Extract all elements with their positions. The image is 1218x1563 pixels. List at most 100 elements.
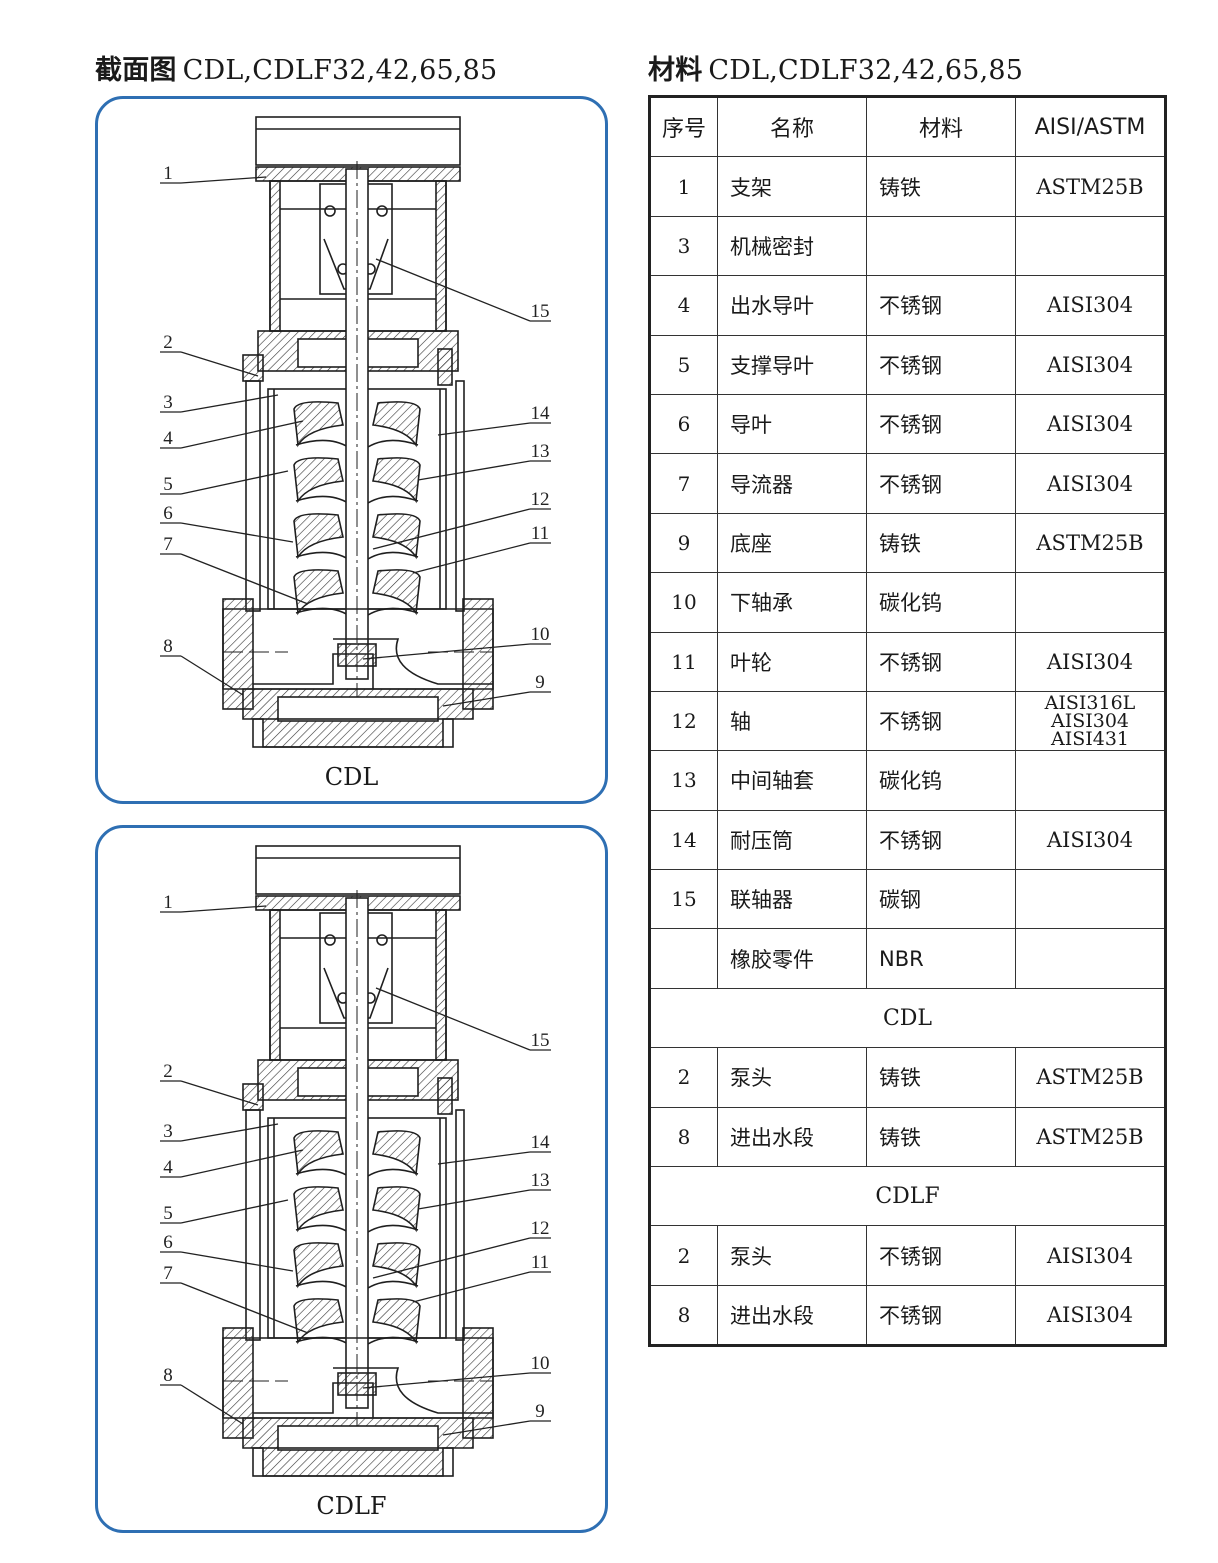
pump-drawing [222, 845, 494, 1477]
part-name-cell: 叶轮 [717, 631, 867, 692]
part-number-cell: 12 [649, 690, 718, 752]
part-label: 6 [163, 503, 173, 524]
part-label: 12 [531, 489, 550, 510]
section-view-models: CDL,CDLF32,42,65,85 [182, 55, 498, 86]
material-cell: 不锈钢 [866, 690, 1016, 752]
material-cell: 铸铁 [866, 512, 1016, 574]
part-name-cell: 机械密封 [717, 215, 867, 277]
group-title: CDL [649, 987, 1166, 1049]
material-cell: 不锈钢 [866, 334, 1016, 395]
material-cell: 不锈钢 [866, 1284, 1016, 1347]
part-number-cell: 13 [649, 750, 718, 811]
material-cell: 铸铁 [866, 1047, 1016, 1108]
part-name-cell: 泵头 [717, 1047, 867, 1108]
part-number-cell: 3 [649, 215, 718, 277]
material-cell [866, 215, 1016, 277]
part-number-cell: 8 [649, 1106, 718, 1168]
material-cell: 不锈钢 [866, 453, 1016, 514]
material-cell: 不锈钢 [866, 631, 1016, 692]
part-label: 11 [531, 1252, 549, 1273]
column-header: 名称 [717, 95, 867, 158]
part-number-cell: 5 [649, 334, 718, 395]
part-name-cell: 橡胶零件 [717, 928, 867, 989]
part-name-cell: 联轴器 [717, 869, 867, 930]
part-label: 10 [531, 624, 550, 645]
part-number-cell: 6 [649, 393, 718, 455]
part-label: 11 [531, 523, 549, 544]
part-number-cell: 14 [649, 809, 718, 871]
part-label: 2 [163, 1061, 173, 1082]
standard-cell: ASTM25B [1015, 1106, 1166, 1168]
part-number-cell: 8 [649, 1284, 718, 1347]
materials-models: CDL,CDLF32,42,65,85 [708, 55, 1024, 86]
part-number-cell [649, 928, 718, 989]
part-name-cell: 导流器 [717, 453, 867, 514]
part-label: 8 [163, 636, 173, 657]
material-cell: 碳化钨 [866, 750, 1016, 811]
tie-rod-left [245, 1109, 261, 1341]
part-label: 7 [163, 534, 173, 555]
standard-line: AISI316L [1044, 692, 1136, 715]
section-view-title: 截面图 [95, 55, 177, 86]
standard-cell: AISI304 [1015, 631, 1166, 692]
part-name-cell: 泵头 [717, 1225, 867, 1286]
part-name-cell: 出水导叶 [717, 275, 867, 336]
motor-outline [255, 116, 461, 166]
part-label: 9 [535, 1401, 545, 1422]
tie-rod-right [455, 1109, 465, 1341]
part-label: 4 [163, 428, 173, 449]
part-name-cell: 耐压筒 [717, 809, 867, 871]
part-number-cell: 15 [649, 869, 718, 930]
standard-cell: ASTM25B [1015, 156, 1166, 217]
motor-outline [255, 845, 461, 895]
standard-cell [1015, 215, 1166, 277]
diagram-caption-cdlf: CDLF [316, 1492, 387, 1520]
standard-cell: ASTM25B [1015, 512, 1166, 574]
standard-cell [1015, 572, 1166, 633]
group-header-row: CDLF [649, 1166, 1166, 1227]
pump-stage [293, 1242, 421, 1289]
material-cell: NBR [866, 928, 1016, 989]
material-cell: 铸铁 [866, 156, 1016, 217]
part-name-cell: 中间轴套 [717, 750, 867, 811]
part-label: 2 [163, 332, 173, 353]
pump-stage [293, 569, 421, 616]
column-header: AISI/ASTM [1015, 95, 1166, 158]
part-label: 8 [163, 1365, 173, 1386]
vent-plug [437, 348, 453, 386]
part-name-cell: 进出水段 [717, 1284, 867, 1347]
part-label: 14 [531, 403, 551, 424]
tie-rod-left [245, 380, 261, 612]
part-label: 12 [531, 1218, 550, 1239]
part-label: 4 [163, 1157, 173, 1178]
pump-stage [293, 457, 421, 504]
materials-title: 材料 [648, 55, 703, 86]
standard-cell: AISI304 [1015, 453, 1166, 514]
standard-cell: AISI304 [1015, 334, 1166, 395]
group-header-row: CDL [649, 987, 1166, 1049]
pump-stage [293, 401, 421, 448]
part-label: 3 [163, 392, 173, 413]
standard-line: AISI431 [1050, 728, 1129, 751]
tie-bolt-head [242, 354, 264, 382]
standard-cell [1015, 869, 1166, 930]
material-cell: 不锈钢 [866, 1225, 1016, 1286]
part-label: 15 [531, 301, 550, 322]
